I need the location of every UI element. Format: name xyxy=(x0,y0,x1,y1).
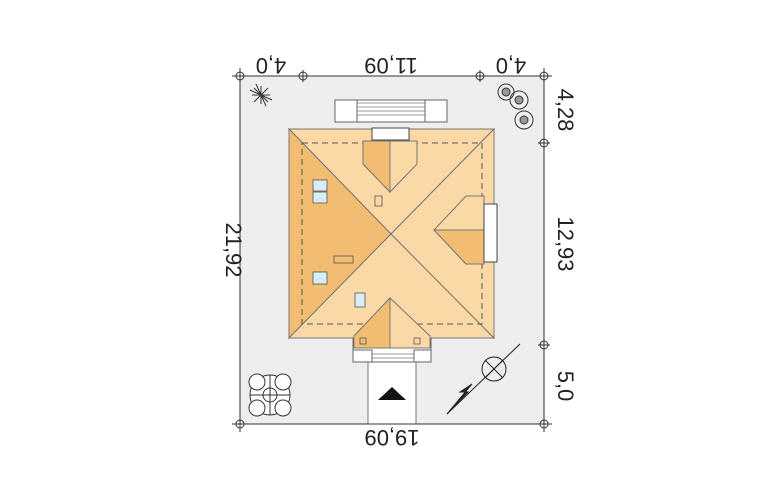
chimney xyxy=(371,127,410,141)
tree-icon xyxy=(248,373,292,417)
dimension-ticks xyxy=(234,70,550,430)
dim-top-house-width: 11,09 xyxy=(364,53,417,78)
dim-right-house-depth: 12,93 xyxy=(553,216,578,271)
dimension-lines xyxy=(232,68,552,432)
dim-right-bottom-setback: 5,0 xyxy=(553,371,578,402)
skylight xyxy=(312,271,328,285)
tree-icon xyxy=(497,83,534,130)
shrub-icon xyxy=(249,83,273,107)
skylight xyxy=(312,179,328,192)
dim-bottom-plot-width: 19,09 xyxy=(364,425,419,450)
entrance-arrow-icon xyxy=(378,387,406,400)
dim-left-plot-depth: 21,92 xyxy=(221,222,246,277)
roof xyxy=(287,127,498,349)
dim-top-left-setback: 4,0 xyxy=(256,53,287,78)
dim-top-right-setback: 4,0 xyxy=(496,53,527,78)
north-arrow-icon xyxy=(446,343,521,415)
skylight xyxy=(354,292,366,308)
dim-right-top-setback: 4,28 xyxy=(553,89,578,132)
skylight xyxy=(312,191,328,204)
